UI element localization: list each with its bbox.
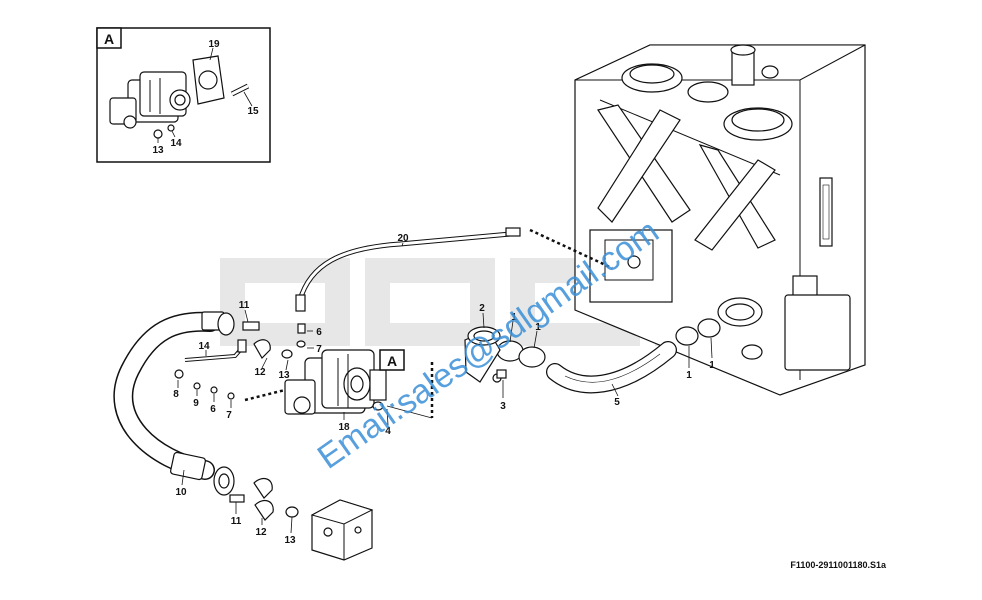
label-1-b: 1 — [535, 322, 541, 333]
label-5: 5 — [614, 397, 620, 408]
label-8: 8 — [173, 389, 179, 400]
label-14-inset: 14 — [170, 138, 182, 149]
gear-pump — [284, 349, 387, 415]
label-12-top: 12 — [254, 367, 266, 378]
label-6-top: 6 — [316, 327, 322, 338]
drain-hose-20 — [295, 227, 521, 312]
label-3: 3 — [500, 401, 506, 412]
label-20: 20 — [397, 233, 409, 244]
callout-letter: A — [387, 353, 397, 369]
pressure-hose — [113, 311, 235, 496]
connector-washer — [386, 405, 433, 419]
suction-hose — [546, 341, 677, 394]
label-15: 15 — [247, 106, 259, 117]
label-13-inset: 13 — [152, 145, 164, 156]
drawing-code: F1100-2911001180.S1a — [790, 560, 887, 570]
label-7-left: 7 — [226, 410, 232, 421]
label-14: 14 — [198, 341, 210, 352]
label-1-a: 1 — [511, 312, 517, 323]
label-4: 4 — [385, 426, 391, 437]
inset-detail-a: A 19 15 13 14 — [96, 27, 271, 163]
elbow-fitting — [464, 326, 502, 383]
label-13-top: 13 — [278, 370, 290, 381]
label-13-bottom: 13 — [284, 535, 296, 546]
label-10: 10 — [175, 487, 187, 498]
mounting-bracket — [310, 499, 374, 561]
label-18: 18 — [338, 422, 350, 433]
label-9: 9 — [193, 398, 199, 409]
inset-pump — [109, 71, 191, 129]
label-11-bottom: 11 — [231, 516, 242, 527]
label-11-top: 11 — [239, 300, 250, 311]
inset-letter: A — [104, 31, 114, 47]
inset-pin — [230, 83, 250, 97]
label-1-d: 1 — [709, 360, 715, 371]
hydraulic-tank — [574, 44, 866, 396]
fittings — [174, 321, 507, 521]
small-hose-14 — [184, 339, 247, 362]
label-7-top: 7 — [316, 344, 322, 355]
label-2: 2 — [479, 303, 485, 314]
leader-lines — [177, 242, 713, 534]
label-1-c: 1 — [686, 370, 692, 381]
label-19: 19 — [208, 39, 220, 50]
callout-a: A — [379, 349, 405, 371]
label-6-left: 6 — [210, 404, 216, 415]
connector-fittings-to-pump — [244, 388, 286, 402]
label-12-bottom: 12 — [255, 527, 267, 538]
